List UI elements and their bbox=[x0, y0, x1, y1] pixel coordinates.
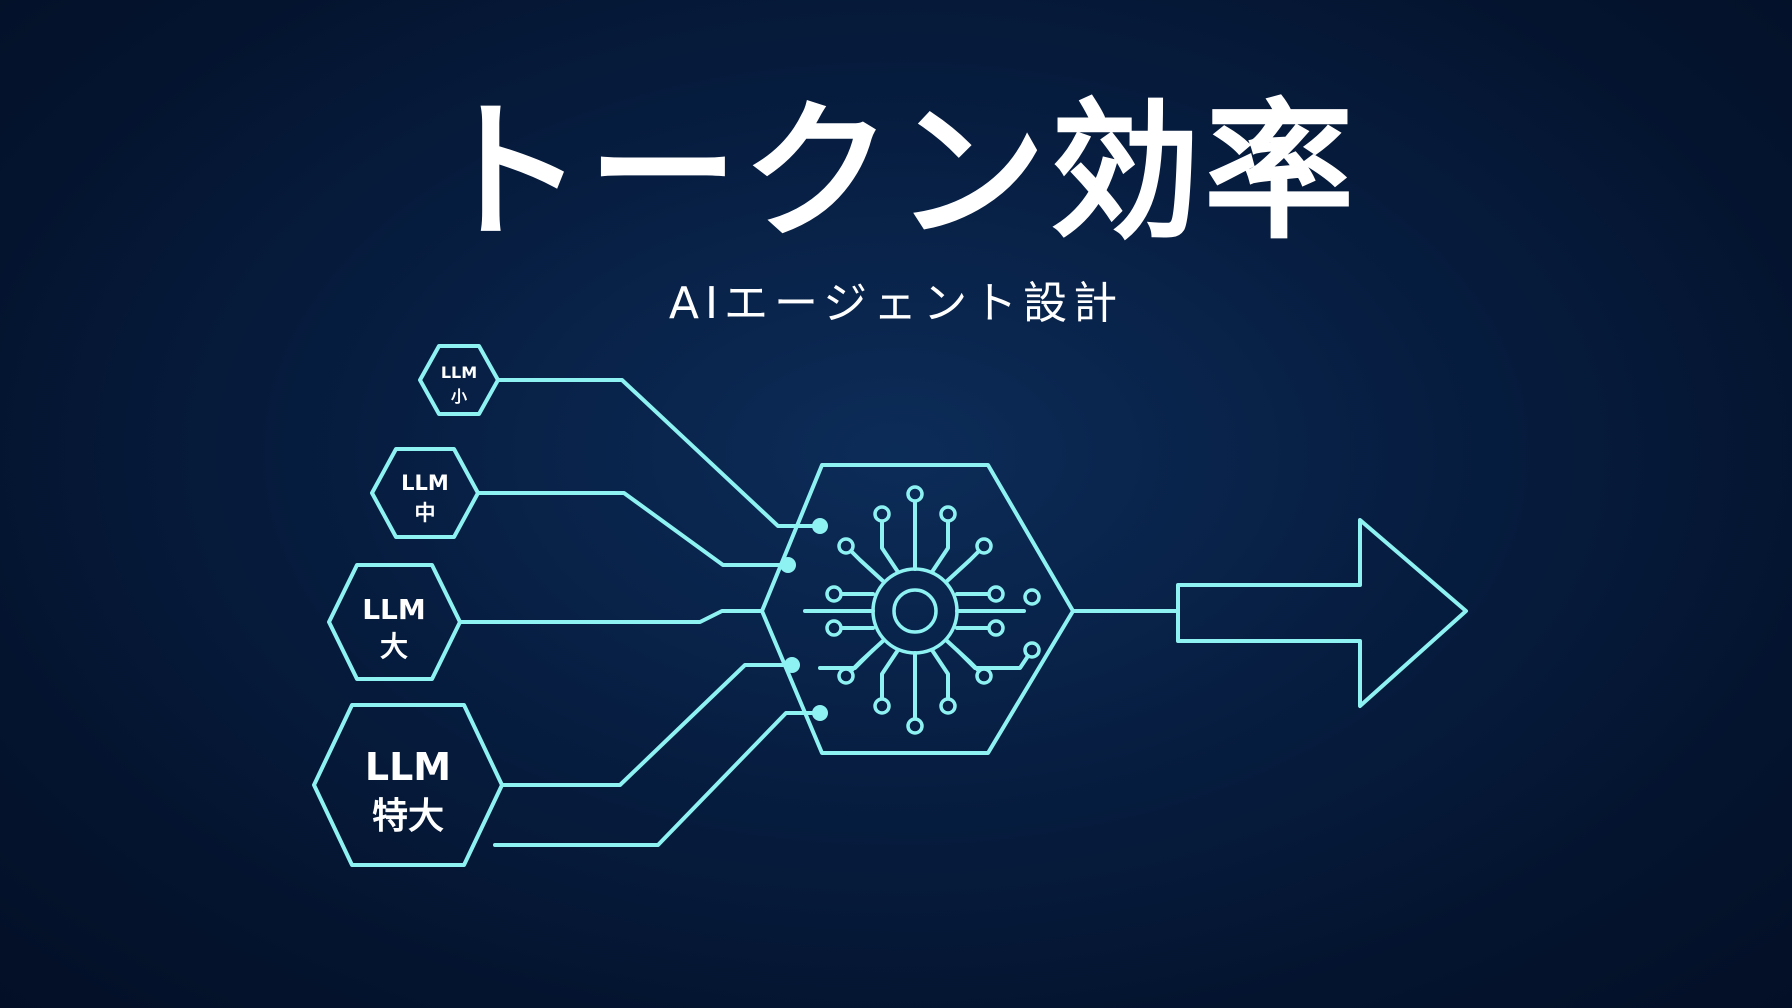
llm-node-medium: LLM 中 bbox=[370, 447, 480, 539]
wire-llm-small bbox=[496, 378, 822, 528]
circuit-chip-icon bbox=[803, 485, 1041, 735]
llm-node-large: LLM 大 bbox=[327, 563, 462, 681]
llm-node-small-line2: 小 bbox=[451, 387, 467, 406]
wire-llm-xlarge bbox=[500, 663, 794, 787]
processing-hub bbox=[760, 463, 1075, 755]
connection-wires bbox=[458, 378, 822, 847]
llm-node-xlarge: LLM 特大 bbox=[312, 703, 504, 867]
wire-llm-xlarge-lower bbox=[493, 711, 822, 847]
llm-node-large-line1: LLM bbox=[362, 593, 426, 626]
arrow-right-icon bbox=[1176, 518, 1468, 708]
llm-node-xlarge-line2: 特大 bbox=[372, 796, 444, 837]
junction-dot bbox=[812, 518, 828, 534]
llm-node-small: LLM 小 bbox=[418, 344, 500, 416]
llm-node-medium-line2: 中 bbox=[415, 501, 436, 525]
page-subtitle: AIエージェント設計 bbox=[668, 278, 1124, 329]
llm-node-medium-line1: LLM bbox=[401, 471, 449, 495]
llm-node-large-line2: 大 bbox=[380, 630, 408, 663]
junction-dots bbox=[780, 518, 828, 721]
llm-node-small-line1: LLM bbox=[441, 363, 477, 382]
page-title: トークン効率 bbox=[433, 86, 1358, 260]
llm-node-xlarge-line1: LLM bbox=[365, 745, 451, 789]
wire-llm-large bbox=[458, 609, 764, 624]
wire-llm-medium bbox=[476, 491, 790, 567]
junction-dot bbox=[812, 705, 828, 721]
